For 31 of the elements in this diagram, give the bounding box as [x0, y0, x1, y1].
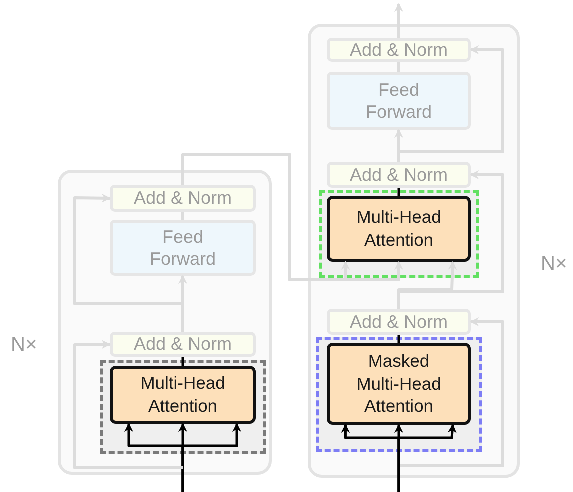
box-label: Multi-Head Attention [356, 206, 442, 252]
box-label: Feed Forward [364, 78, 433, 124]
arrow [399, 318, 504, 468]
attention-box [327, 343, 471, 425]
box-label: Masked Multi-Head Attention [356, 350, 442, 418]
add-norm-box [110, 332, 256, 357]
box-label: Feed Forward [148, 226, 217, 270]
box-label: Add & Norm [350, 164, 448, 186]
feed-forward-box [110, 220, 256, 276]
add-norm-box [327, 309, 471, 335]
box-label: Multi-Head Attention [140, 372, 226, 418]
arrow [398, 424, 457, 492]
arrow [74, 340, 183, 470]
box-label: Add & Norm [350, 40, 448, 60]
add-norm-box [110, 185, 256, 212]
arrow [182, 154, 404, 282]
arrow [394, 3, 404, 38]
box-label: Add & Norm [350, 312, 448, 332]
feed-forward-box [327, 72, 471, 130]
repeat-count-label: N× [541, 253, 568, 276]
attention-box [110, 366, 256, 424]
dashed-highlight-box [319, 190, 479, 278]
add-norm-box [327, 162, 471, 188]
arrow [182, 423, 242, 492]
repeat-count-label: N× [11, 334, 38, 357]
dashed-highlight-box [100, 360, 266, 454]
add-norm-box [327, 38, 471, 62]
attention-box [327, 196, 471, 262]
dashed-highlight-box [316, 337, 482, 452]
box-label: Add & Norm [134, 334, 232, 355]
box-label: Add & Norm [134, 188, 232, 209]
